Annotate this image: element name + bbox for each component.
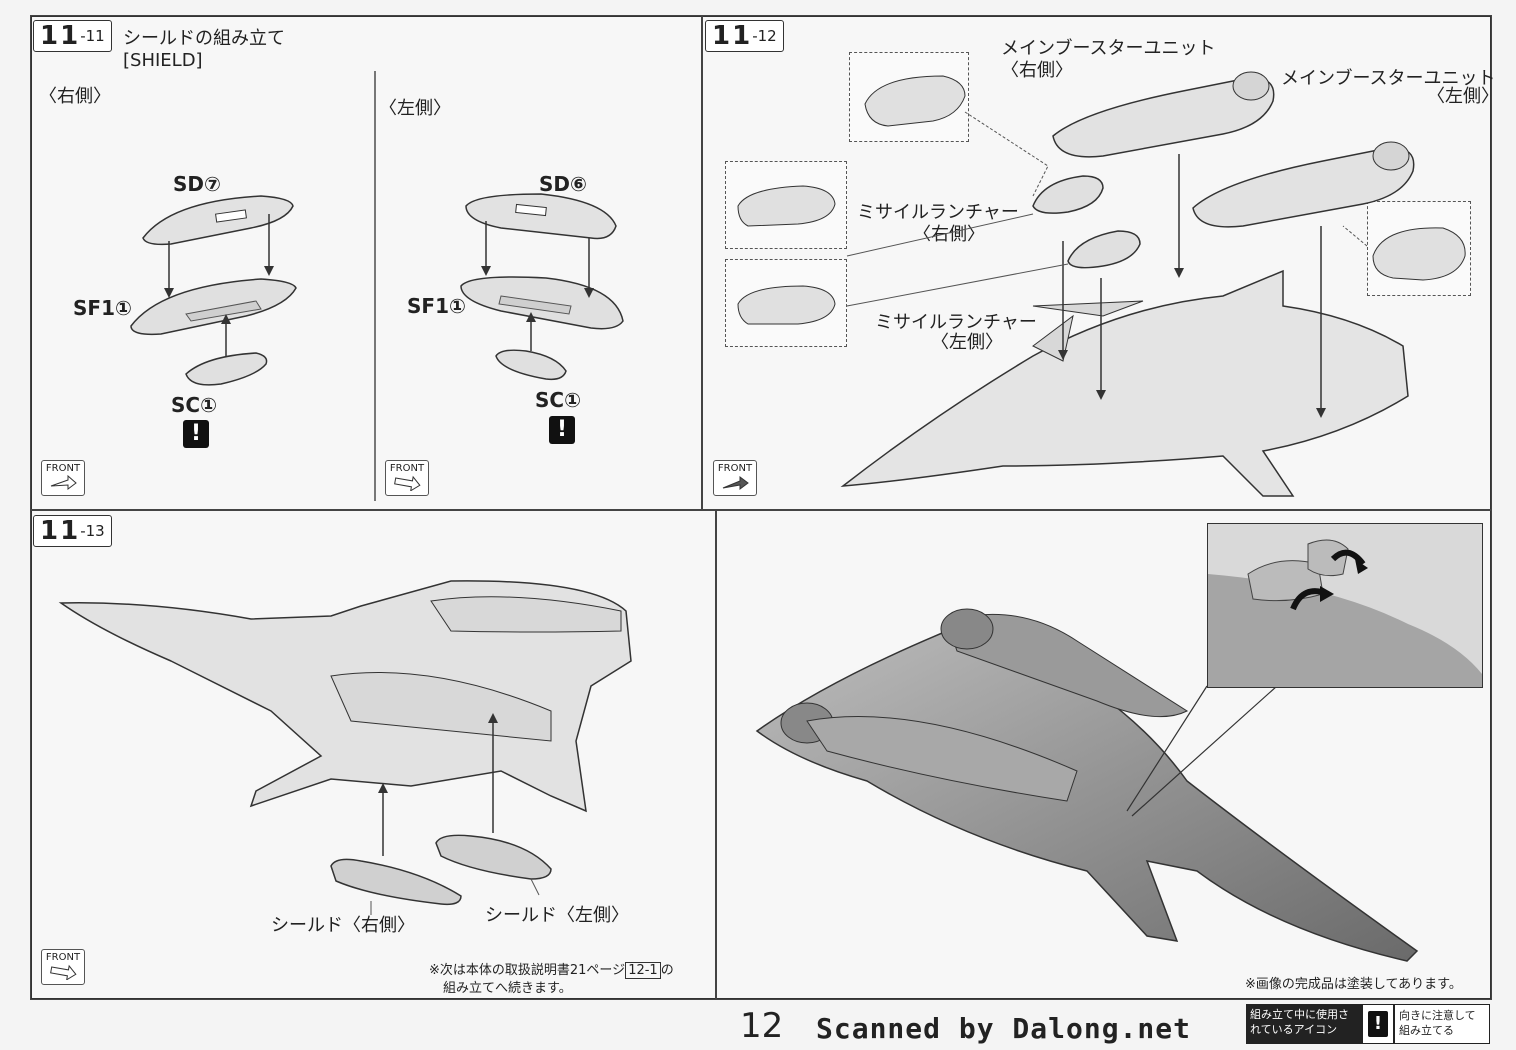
step-subtitle: [SHIELD] [123, 50, 203, 71]
left-side-label: 〈左側〉 [379, 98, 451, 119]
step-11-13-panel: 11 -13 シールド〈右側〉 シールド〈左側〉 ※次は本体の取扱説明書21ペー… [30, 510, 716, 1000]
booster-right-label: メインブースターユニット [1001, 38, 1216, 59]
step-substep: -13 [80, 522, 105, 540]
front-label: FRONT [389, 463, 425, 474]
step-11-12-panel: 11 -12 メインブースターユニット 〈右側〉 メインブースターユニット 〈左… [702, 15, 1499, 510]
front-orientation-icon: FRONT [385, 460, 429, 496]
icon-legend: 組み立て中に使用されているアイコン ! 向きに注意して組み立てる [1246, 1004, 1492, 1044]
step-title: シールドの組み立て [123, 28, 285, 49]
legend-orientation: 向きに注意して組み立てる [1394, 1004, 1490, 1044]
booster-left-side: 〈左側〉 [1427, 86, 1499, 107]
page-number: 12 [740, 1006, 784, 1046]
step-number-badge: 11 -13 [33, 515, 112, 547]
caution-icon: ! [549, 416, 575, 444]
part-label-sc1-left: SC① [535, 388, 582, 412]
cockpit-detail-inset [1207, 523, 1483, 688]
legend-used-icons: 組み立て中に使用されているアイコン [1246, 1004, 1362, 1044]
caution-icon: ! [183, 420, 209, 448]
legend-caution-icon-box: ! [1362, 1004, 1394, 1044]
continue-note-text: ※次は本体の取扱説明書21ページ [429, 963, 626, 978]
booster-right-side: 〈右側〉 [1001, 60, 1073, 81]
front-label: FRONT [717, 463, 753, 474]
shield-attach-diagram [58, 580, 632, 915]
cockpit-detail-photo [1208, 524, 1482, 687]
completed-model-photo [755, 608, 1419, 962]
arrow-icon [50, 475, 77, 490]
front-label: FRONT [45, 952, 81, 963]
step-reference-box: 12-1 [625, 962, 661, 979]
front-orientation-icon: FRONT [41, 949, 85, 985]
shield-left-label: シールド〈左側〉 [485, 905, 629, 926]
part-label-sf1-left: SF1① [407, 294, 466, 318]
right-side-label: 〈右側〉 [39, 86, 111, 107]
completed-model-panel: ※画像の完成品は塗装してあります。 [716, 510, 1492, 1000]
step-number-badge: 11 -12 [705, 20, 784, 52]
part-label-sd6: SD⑥ [539, 172, 587, 196]
front-orientation-icon: FRONT [713, 460, 757, 496]
step-number-badge: 11 -11 [33, 20, 112, 52]
front-label: FRONT [45, 463, 81, 474]
booster-assembly-diagram [737, 71, 1466, 497]
launcher-left-label: ミサイルランチャー [875, 312, 1037, 333]
arrow-icon [394, 475, 421, 491]
step-11-11-panel: 11 -11 シールドの組み立て [SHIELD] 〈右側〉 〈左側〉 [30, 15, 702, 510]
step-substep: -12 [752, 27, 777, 45]
front-orientation-icon: FRONT [41, 460, 85, 496]
launcher-left-side: 〈左側〉 [931, 332, 1003, 353]
step-number: 11 [40, 21, 81, 51]
part-label-sf1-right: SF1① [73, 296, 132, 320]
arrow-icon [50, 964, 77, 980]
scanner-watermark: Scanned by Dalong.net [816, 1012, 1192, 1045]
caution-icon: ! [1368, 1011, 1388, 1037]
step-substep: -11 [80, 27, 105, 45]
shield-assembly-diagram [130, 193, 624, 386]
step-number: 11 [40, 516, 81, 546]
continue-note-line2: 組み立てへ続きます。 [443, 981, 572, 996]
continue-note-tail: の [660, 963, 674, 978]
launcher-right-label: ミサイルランチャー [857, 202, 1019, 223]
shield-right-label: シールド〈右側〉 [271, 915, 415, 936]
part-label-sd7: SD⑦ [173, 172, 221, 196]
painted-note: ※画像の完成品は塗装してあります。 [1245, 977, 1462, 992]
column-divider [374, 71, 376, 501]
arrow-icon [722, 476, 749, 490]
part-label-sc1-right: SC① [171, 393, 218, 417]
booster-left-label: メインブースターユニット [1281, 68, 1496, 89]
step-number: 11 [712, 21, 753, 51]
